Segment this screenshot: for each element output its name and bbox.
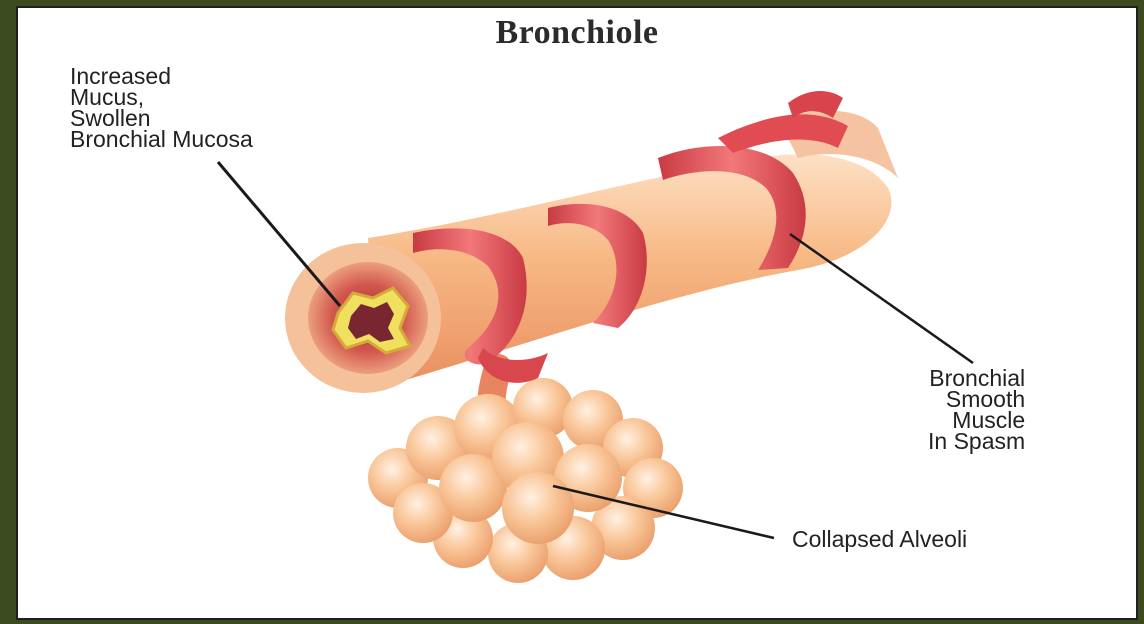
muscle-label: Bronchial Smooth Muscle In Spasm <box>928 368 1025 452</box>
alveoli-label: Collapsed Alveoli <box>792 529 967 550</box>
mucus-label-line: Bronchial Mucosa <box>70 129 253 150</box>
mucus-leader-line <box>218 162 340 306</box>
muscle-label-line: In Spasm <box>928 431 1025 452</box>
alveoli-cluster <box>368 368 683 583</box>
mucus-label: Increased Mucus, Swollen Bronchial Mucos… <box>70 66 253 150</box>
muscle-leader-line <box>790 234 973 363</box>
diagram-panel: Bronchiole <box>16 6 1138 620</box>
smooth-muscle-bands <box>413 91 848 383</box>
bronchiole-cross-section <box>285 243 441 393</box>
